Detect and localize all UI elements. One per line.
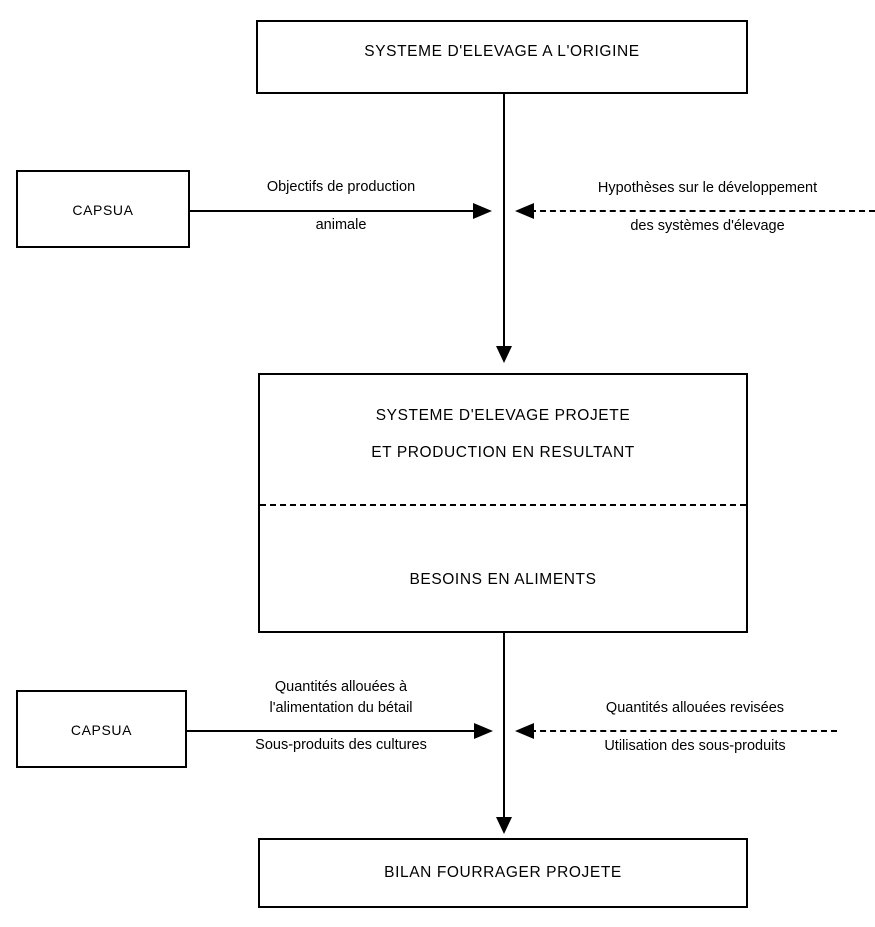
edge-bottom-right-dashed-line xyxy=(530,730,837,732)
node-projected-system-label-line3: BESOINS EN ALIMENTS xyxy=(409,571,597,588)
arrowhead-down-projected-to-forage xyxy=(496,817,512,834)
edge-top-right-label-above: Hypothèses sur le développement xyxy=(597,180,818,196)
node-projected-system-label-line1: SYSTEME D'ELEVAGE PROJETE xyxy=(375,407,631,424)
arrowhead-left-top-right-edge xyxy=(515,203,534,219)
edge-top-left-label-above: Objectifs de production xyxy=(266,179,416,195)
node-projected-system: SYSTEME D'ELEVAGE PROJETE ET PRODUCTION … xyxy=(258,373,748,633)
node-projected-system-label-line2: ET PRODUCTION EN RESULTANT xyxy=(371,444,635,461)
edge-top-left-label-below: animale xyxy=(315,217,367,233)
arrowhead-left-bottom-right-edge xyxy=(515,723,534,739)
node-capsua-top: CAPSUA xyxy=(16,170,190,248)
node-capsua-bottom: CAPSUA xyxy=(16,690,187,768)
edge-bottom-right-label-below: Utilisation des sous-produits xyxy=(604,738,786,754)
node-origin-system: SYSTEME D'ELEVAGE A L'ORIGINE xyxy=(256,20,748,94)
node-capsua-top-label: CAPSUA xyxy=(72,202,134,218)
arrowhead-right-top-left-edge xyxy=(473,203,492,219)
node-projected-system-divider xyxy=(260,504,746,506)
node-capsua-bottom-label: CAPSUA xyxy=(70,722,133,738)
connector-origin-to-projected xyxy=(503,94,505,349)
edge-top-left-solid-line xyxy=(190,210,475,212)
edge-bottom-left-label-above-line2: l'alimentation du bétail xyxy=(269,700,413,716)
node-origin-system-label: SYSTEME D'ELEVAGE A L'ORIGINE xyxy=(364,43,640,60)
node-forage-balance-label: BILAN FOURRAGER PROJETE xyxy=(384,864,622,881)
arrowhead-right-bottom-left-edge xyxy=(474,723,493,739)
edge-top-right-dashed-line xyxy=(530,210,875,212)
edge-bottom-left-label-below: Sous-produits des cultures xyxy=(255,737,427,753)
arrowhead-down-origin-to-projected xyxy=(496,346,512,363)
edge-top-right-label-below: des systèmes d'élevage xyxy=(630,218,785,234)
edge-bottom-left-solid-line xyxy=(187,730,476,732)
connector-projected-to-forage xyxy=(503,633,505,820)
edge-bottom-left-label-above-line1: Quantités allouées à xyxy=(274,679,408,695)
node-forage-balance: BILAN FOURRAGER PROJETE xyxy=(258,838,748,908)
edge-bottom-right-label-above: Quantités allouées revisées xyxy=(605,700,785,716)
